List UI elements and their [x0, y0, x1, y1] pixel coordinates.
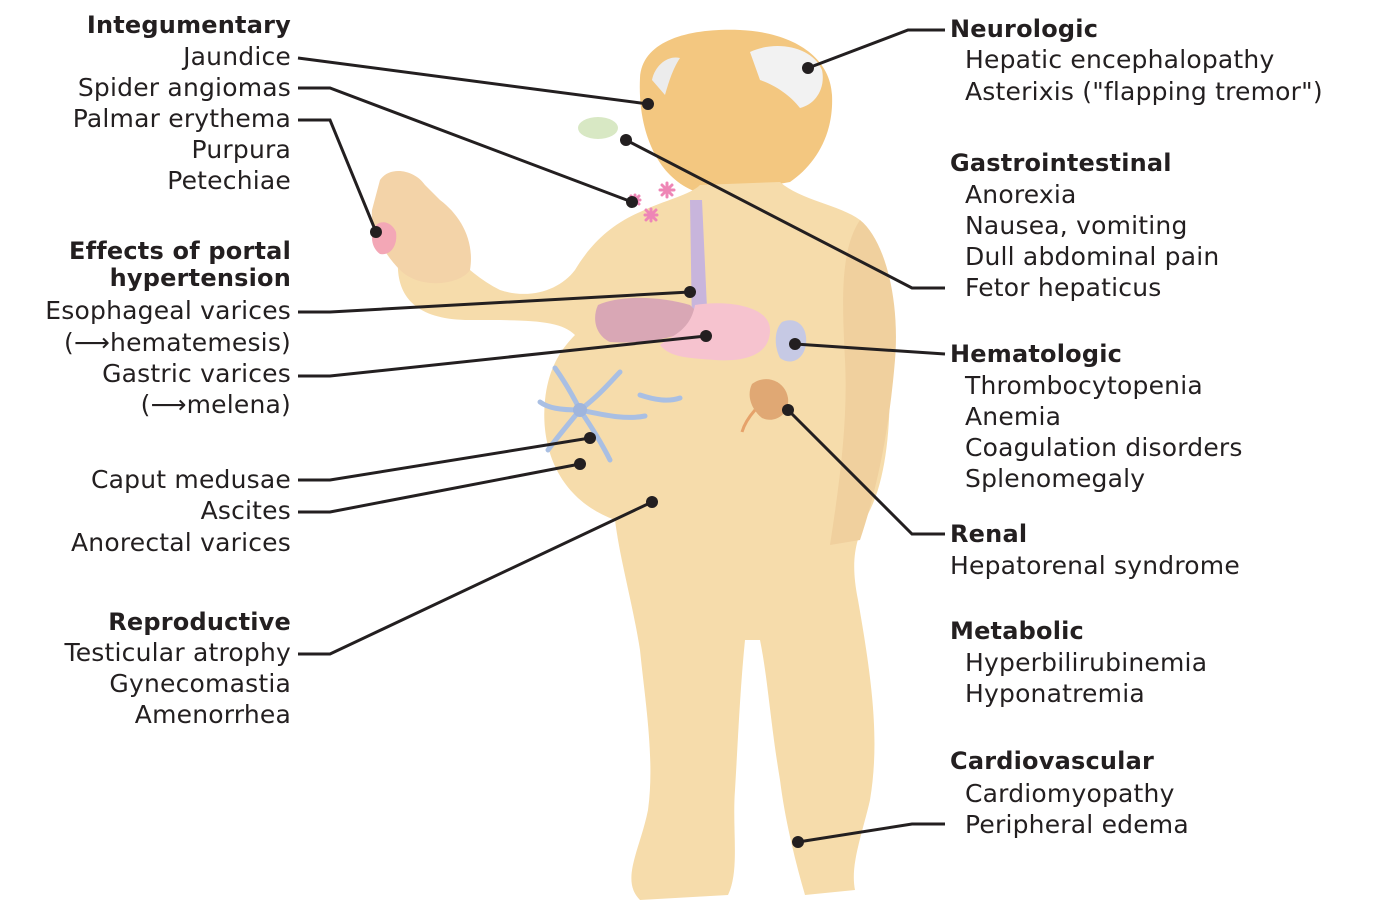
reproductive-heading: Reproductive: [108, 607, 291, 638]
label-nausea: Nausea, vomiting: [965, 210, 1188, 241]
line-caput: [298, 438, 590, 480]
line-palmar: [298, 120, 376, 232]
gastrointestinal-heading: Gastrointestinal: [950, 148, 1172, 179]
label-splenomegaly: Splenomegaly: [965, 463, 1145, 494]
label-spider-angiomas: Spider angiomas: [78, 72, 291, 103]
neurologic-heading: Neurologic: [950, 14, 1098, 45]
label-hyponatremia: Hyponatremia: [965, 678, 1145, 709]
label-hyperbilirubinemia: Hyperbilirubinemia: [965, 647, 1207, 678]
label-fetor-hepaticus: Fetor hepaticus: [965, 272, 1162, 303]
label-peripheral-edema: Peripheral edema: [965, 809, 1189, 840]
label-gastric-varices: Gastric varices: [102, 358, 291, 389]
line-esophageal: [298, 292, 690, 312]
label-purpura: Purpura: [192, 134, 291, 165]
label-hepatorenal: Hepatorenal syndrome: [950, 550, 1240, 581]
label-coagulation: Coagulation disorders: [965, 432, 1243, 463]
metabolic-heading: Metabolic: [950, 616, 1084, 647]
line-renal: [788, 410, 945, 534]
label-melena: (⟶melena): [141, 389, 291, 420]
label-hematemesis: (⟶hematemesis): [64, 327, 291, 358]
label-caput-medusae: Caput medusae: [91, 464, 291, 495]
label-jaundice: Jaundice: [183, 41, 291, 72]
label-asterixis: Asterixis ("flapping tremor"): [965, 76, 1323, 107]
line-gi: [626, 140, 945, 288]
line-reproductive: [298, 502, 652, 654]
label-abdominal-pain: Dull abdominal pain: [965, 241, 1219, 272]
label-ascites: Ascites: [201, 495, 291, 526]
label-palmar-erythema: Palmar erythema: [73, 103, 291, 134]
renal-heading: Renal: [950, 519, 1027, 550]
line-hematologic: [795, 344, 945, 354]
label-amenorrhea: Amenorrhea: [135, 699, 291, 730]
hematologic-heading: Hematologic: [950, 339, 1122, 370]
cardiovascular-heading: Cardiovascular: [950, 746, 1154, 777]
line-cardio: [798, 824, 945, 842]
arrow-icon: ⟶: [151, 390, 187, 419]
label-petechiae: Petechiae: [167, 165, 291, 196]
line-ascites: [298, 464, 580, 512]
label-thrombocytopenia: Thrombocytopenia: [965, 370, 1203, 401]
portal-heading-line2: hypertension: [110, 263, 291, 294]
label-esophageal-varices: Esophageal varices: [45, 295, 291, 326]
label-cardiomyopathy: Cardiomyopathy: [965, 778, 1175, 809]
line-spider: [298, 88, 632, 202]
integumentary-heading: Integumentary: [87, 10, 291, 41]
label-anorectal-varices: Anorectal varices: [71, 527, 291, 558]
arrow-icon: ⟶: [74, 328, 110, 357]
label-gynecomastia: Gynecomastia: [109, 668, 291, 699]
line-gastric: [298, 336, 706, 376]
label-testicular-atrophy: Testicular atrophy: [64, 637, 291, 668]
line-neurologic: [808, 30, 945, 68]
label-hepatic-encephalopathy: Hepatic encephalopathy: [965, 44, 1274, 75]
label-anorexia: Anorexia: [965, 179, 1077, 210]
label-anemia: Anemia: [965, 401, 1061, 432]
